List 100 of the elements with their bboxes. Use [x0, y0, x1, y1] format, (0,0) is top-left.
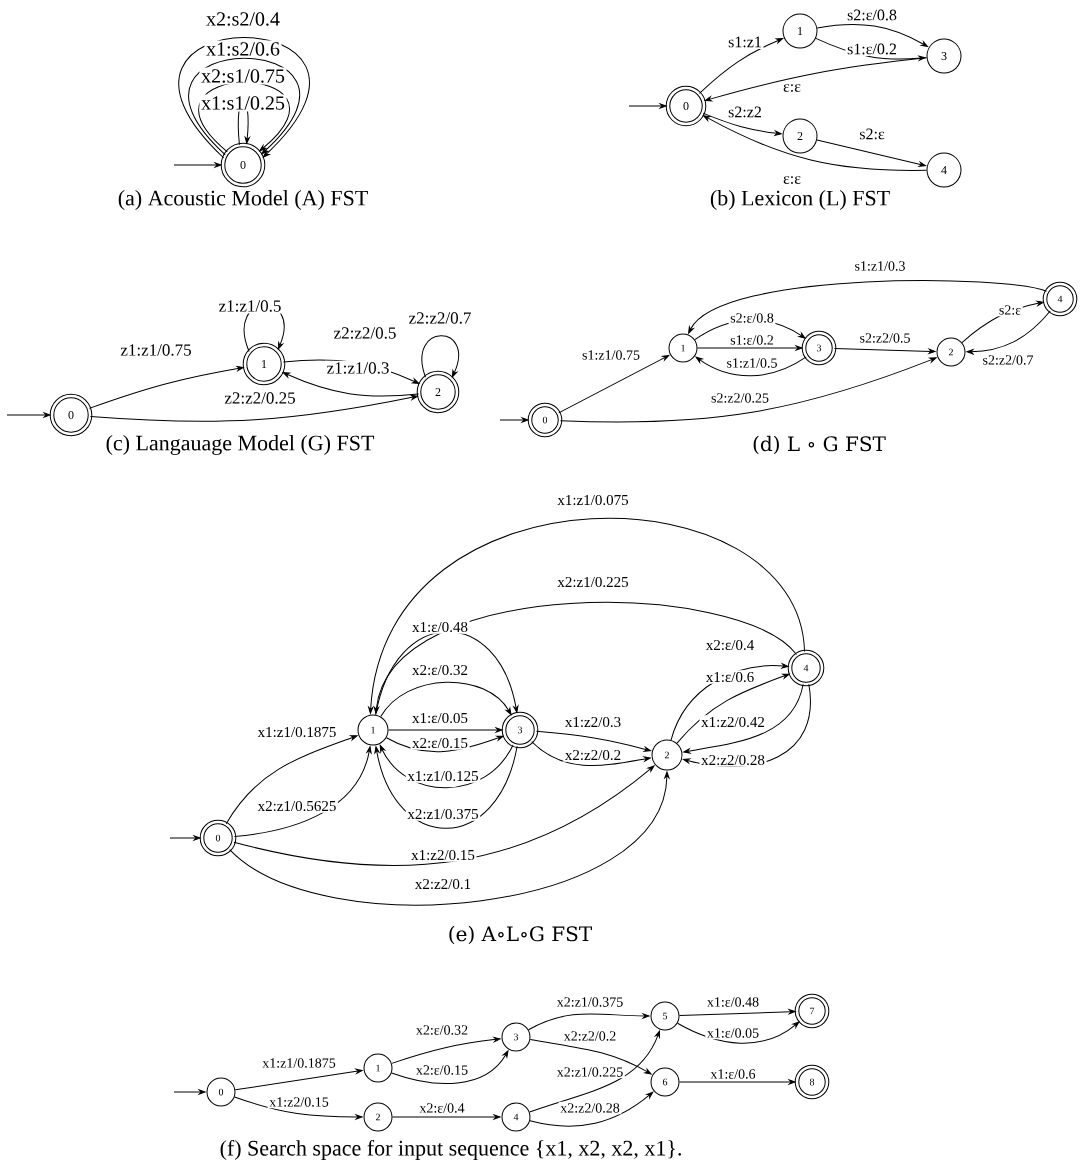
edge-label: x2:z2/0.2: [562, 1029, 618, 1043]
arrow: [677, 1021, 800, 1044]
edge-label: x1:s1/0.25: [199, 94, 287, 112]
arrow: [385, 735, 504, 753]
start-arrow: [499, 417, 529, 423]
caption: (e) A∘L∘G FST: [449, 925, 592, 945]
arrow: [368, 518, 806, 714]
edge-label: x1:ε/0.05: [705, 1026, 761, 1040]
arrow: [229, 771, 670, 906]
caption: (d) L ∘ G FST: [753, 435, 886, 455]
arrow: [282, 372, 420, 397]
edge-label: x2:ε/0.32: [414, 1023, 470, 1037]
start-arrow: [173, 1089, 206, 1095]
caption: (a) Acoustic Model (A) FST: [118, 190, 368, 210]
edge-label: s2:z2/0.25: [709, 391, 771, 405]
edge-label: x1:ε/0.48: [410, 620, 470, 634]
loop-arrow: [188, 57, 300, 156]
edge-label: x2:z1/0.375: [555, 995, 625, 1009]
edge-label: x1:z1/0.125: [405, 769, 481, 783]
edge-label: x1:ε/0.6: [708, 1067, 758, 1081]
arrow: [88, 366, 244, 409]
arrow: [374, 745, 518, 829]
edge-label: x2:ε/0.4: [704, 638, 756, 652]
arrow: [225, 735, 358, 825]
edge-label: s1:z1/0.3: [852, 259, 908, 273]
edge-label: s2:ε: [997, 303, 1023, 317]
edge-label: s1:z1/0.5: [724, 356, 780, 370]
caption: (f) Search space for input sequence {x1, x2, x2, x1}.: [220, 1139, 681, 1161]
arrow: [535, 730, 652, 752]
edge-label: s2:z2/0.7: [980, 353, 1036, 367]
arrow: [560, 357, 937, 423]
edge-label: x2:z1/0.225: [555, 1065, 625, 1079]
arrow: [391, 1036, 501, 1064]
arrow: [834, 347, 936, 354]
arrow: [695, 356, 807, 377]
edge-label: s1:ε/0.2: [845, 41, 899, 57]
edge-label: x1:z2/0.3: [563, 715, 623, 729]
edge-label: x2:z1/0.5625: [256, 799, 338, 813]
arrow: [528, 1013, 650, 1031]
arrow: [392, 1114, 501, 1120]
edge-label: s1:z1/0.75: [580, 348, 642, 362]
arrow: [234, 1096, 363, 1120]
arrow: [702, 112, 782, 136]
edge-label: x2:s1/0.75: [199, 67, 287, 85]
edge-label: ε:ε: [781, 82, 803, 94]
start-arrow: [169, 835, 201, 841]
edge-label: z2:z2/0.7: [407, 310, 473, 326]
edge-label: x2:z2/0.28: [699, 753, 767, 767]
edge-label: x1:ε/0.48: [705, 995, 761, 1009]
start-arrow: [173, 162, 222, 168]
arrow: [558, 354, 670, 414]
edge-label: x2:ε/0.32: [410, 663, 470, 677]
arrow: [380, 681, 512, 718]
arrow: [688, 280, 1048, 334]
edge-label: x2:ε/0.4: [417, 1101, 467, 1115]
start-arrow: [628, 103, 667, 109]
arrow: [816, 24, 929, 48]
arrow: [529, 1091, 654, 1127]
loop-arrow: [178, 37, 310, 159]
arrow: [698, 38, 784, 94]
arrow: [375, 631, 519, 716]
edge-label: z2:z2/0.25: [222, 390, 298, 406]
edge-label: x2:s2/0.4: [204, 10, 282, 28]
edge-label: s2:z2: [726, 105, 764, 119]
edge-label: x1:ε/0.05: [410, 711, 470, 725]
caption: (b) Lexicon (L) FST: [710, 190, 890, 210]
edge-label: z1:z1/0.3: [325, 360, 391, 376]
edge-label: z2:z2/0.5: [332, 325, 398, 341]
arrow: [704, 57, 928, 102]
edge-label: x2:z1/0.225: [555, 575, 631, 589]
edge-label: x1:z1/0.075: [555, 493, 631, 507]
loop-arrow: [421, 335, 459, 378]
arrow: [89, 394, 418, 422]
arrow: [233, 746, 372, 838]
edge-label: x2:ε/0.15: [410, 736, 470, 750]
edge-label: z1:z1/0.75: [118, 342, 194, 358]
edge-label: x1:z2/0.15: [409, 848, 477, 862]
arrow: [683, 683, 804, 754]
edge-label: s1:z1: [726, 35, 764, 49]
arrow: [679, 1009, 796, 1016]
arrow: [679, 1079, 796, 1085]
arrow: [531, 741, 651, 767]
arrow: [234, 1068, 363, 1091]
edge-label: s2:ε: [857, 127, 887, 141]
edge-label: x2:z2/0.28: [558, 1101, 622, 1115]
edge-label: x2:z1/0.375: [405, 807, 481, 821]
arrow: [816, 139, 926, 167]
edge-label: s1:ε/0.2: [728, 333, 776, 347]
edge-label: x1:ε/0.6: [704, 670, 756, 684]
caption: (c) Langauage Model (G) FST: [106, 435, 375, 455]
edge-label: x1:z1/0.1875: [256, 725, 338, 739]
edge-label: x1:z2/0.15: [267, 1095, 331, 1109]
arrow: [391, 1050, 509, 1085]
edge-label: z1:z1/0.5: [217, 298, 283, 314]
edge-label: s2:ε/0.8: [845, 7, 899, 23]
edge-label: x1:z1/0.1875: [260, 1056, 338, 1070]
start-arrow: [6, 412, 51, 418]
edge-label: x2:ε/0.15: [414, 1063, 470, 1077]
edge-label: x2:z2/0.1: [413, 877, 473, 891]
arrow: [529, 1030, 661, 1113]
